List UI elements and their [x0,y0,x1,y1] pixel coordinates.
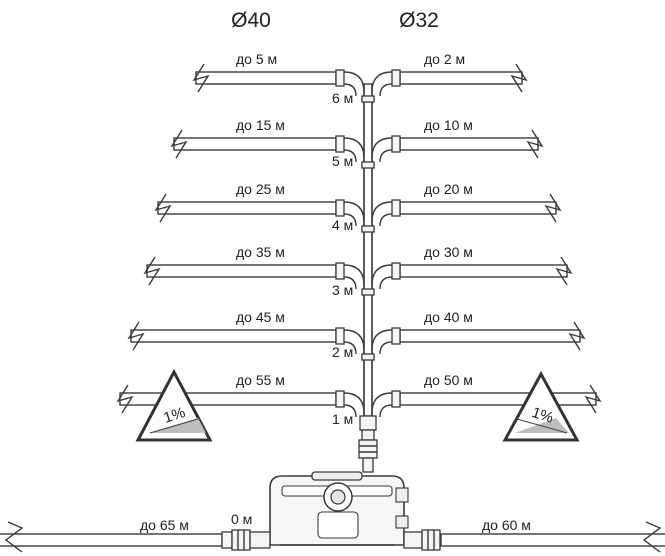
ground-fitting-left [221,529,271,551]
ground-pipe-right [440,521,665,553]
ground-fitting-right [403,529,441,551]
left-branch-pipe [173,137,337,151]
left-break-mark [192,63,210,93]
left-length-label: до 25 м [236,181,285,197]
riser-tee [361,161,375,169]
ground-left-length-label: до 65 м [140,517,189,533]
left-length-label: до 45 м [236,309,285,325]
left-length-label: до 5 м [236,51,277,67]
right-coupling [391,262,401,280]
right-branch-pipe [399,264,568,278]
left-branch-pipe [119,392,337,406]
branch-tier-2: до 15 м до 10 м 5 м [170,117,544,169]
slope-sign-right: 1% [502,370,580,442]
right-break-mark [584,384,602,414]
right-coupling [391,327,401,345]
left-length-label: до 15 м [236,117,285,133]
right-coupling [391,390,401,408]
height-label: 4 м [332,217,353,233]
left-branch-pipe [130,329,337,343]
left-diameter-header: Ø40 [231,9,271,32]
slope-left-label: 1% [162,404,188,427]
riser-tee [361,225,375,233]
right-break-mark [544,193,562,223]
left-coupling [335,135,345,153]
right-length-label: до 50 м [424,372,473,388]
vertical-riser-pipe [363,83,373,417]
right-length-label: до 10 м [424,117,473,133]
right-length-label: до 20 м [424,181,473,197]
left-break-mark [143,256,161,286]
left-branch-pipe [195,71,337,85]
left-break-mark [154,193,172,223]
riser-valve [358,415,378,473]
right-branch-pipe [399,329,581,343]
height-label: 5 м [332,153,353,169]
right-coupling [391,135,401,153]
height-label: 3 м [332,282,353,298]
height-label: 6 м [332,90,353,106]
left-coupling [335,69,345,87]
slope-right-label: 1% [530,404,556,427]
ground-right-length-label: до 60 м [482,517,531,533]
right-break-mark [526,129,544,159]
riser-tee [361,353,375,361]
left-break-mark [127,321,145,351]
branch-tier-3: до 25 м до 20 м 4 м [154,181,562,233]
right-branch-pipe [399,137,539,151]
left-branch-pipe [157,201,337,215]
left-break-mark [116,384,134,414]
left-coupling [335,199,345,217]
right-coupling [391,199,401,217]
right-branch-pipe [399,201,557,215]
left-coupling [335,327,345,345]
right-break-mark [510,63,528,93]
right-diameter-header: Ø32 [399,9,439,32]
riser-tee [361,288,375,296]
right-branch-pipe [399,392,597,406]
right-break-mark [555,256,573,286]
left-length-label: до 55 м [236,372,285,388]
branch-tier-5: до 45 м до 40 м 2 м [127,309,586,361]
slope-sign-left: 1% [135,368,213,442]
right-length-label: до 40 м [424,309,473,325]
left-coupling [335,262,345,280]
riser-tee [361,95,375,103]
height-label: 1 м [332,411,353,427]
right-break-mark [568,321,586,351]
ground-height-label: 0 м [231,511,252,527]
pump-unit [269,471,409,546]
right-coupling [391,69,401,87]
right-length-label: до 2 м [424,51,465,67]
left-coupling [335,390,345,408]
left-break-mark [170,129,188,159]
left-branch-pipe [146,264,337,278]
right-branch-pipe [399,71,523,85]
right-length-label: до 30 м [424,244,473,260]
height-label: 2 м [332,344,353,360]
branch-tier-4: до 35 м до 30 м 3 м [143,244,573,298]
branch-tier-1: до 5 м до 2 м 6 м [192,51,528,106]
left-length-label: до 35 м [236,244,285,260]
